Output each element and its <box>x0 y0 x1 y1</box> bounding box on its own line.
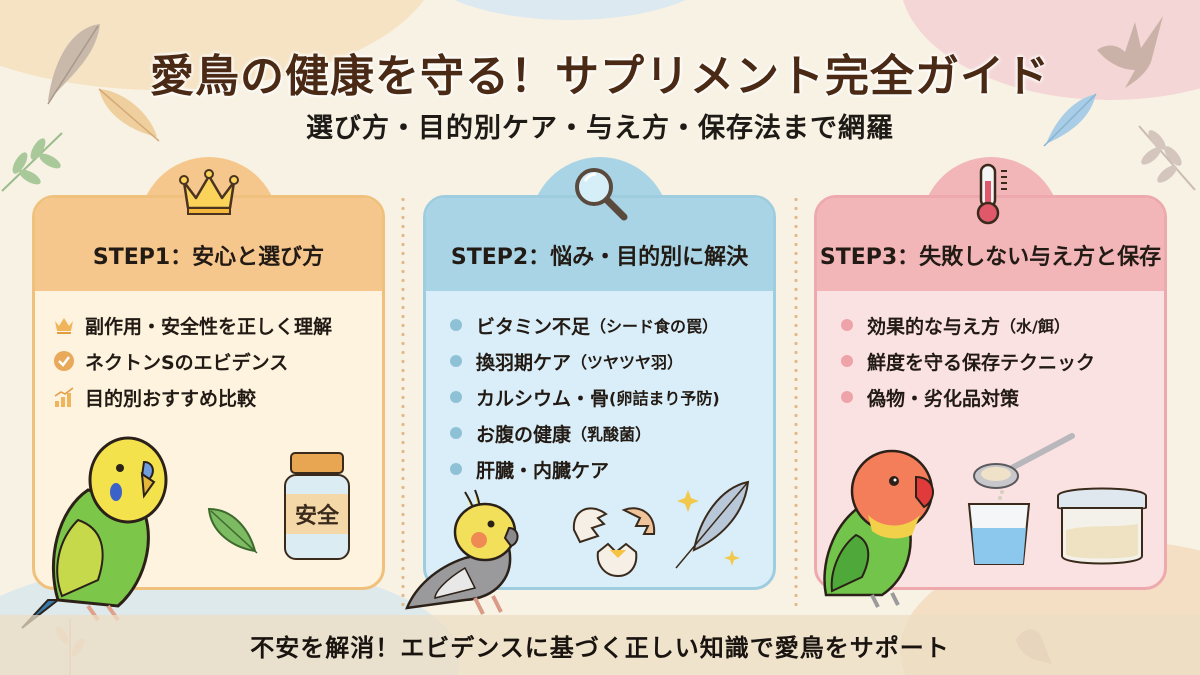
step1-item: 目的別おすすめ比較 <box>53 379 364 415</box>
step2-item: お腹の健康（乳酸菌） <box>444 415 755 451</box>
feather-sparkle-icon <box>675 480 750 569</box>
thermometer-icon <box>976 163 1007 225</box>
crown-icon <box>55 318 73 334</box>
bottle-label: 安全 <box>286 494 348 534</box>
supplement-bottle: 安全 <box>282 452 352 562</box>
step1-item: 副作用・安全性を正しく理解 <box>53 307 364 343</box>
bullet-dot <box>450 391 462 403</box>
bar-chart-icon <box>54 387 74 407</box>
step3-item: 鮮度を守る保存テクニック <box>835 343 1146 379</box>
step2-item: 換羽期ケア（ツヤツヤ羽） <box>444 343 755 379</box>
step3-item: 効果的な与え方（水/餌） <box>835 307 1146 343</box>
leaf-branch-icon <box>1 132 63 192</box>
leaf-icon <box>207 507 258 554</box>
footer-text: 不安を解消！エビデンスに基づく正しい知識で愛鳥をサポート <box>250 633 950 662</box>
page-subtitle: 選び方・目的別ケア・与え方・保存法まで網羅 <box>306 113 894 144</box>
background-blob <box>420 0 720 20</box>
magnifier-icon <box>575 168 628 221</box>
leaf-branch-icon <box>1138 125 1196 191</box>
lovebird-illustration <box>823 449 934 608</box>
step3-item: 偽物・劣化品対策 <box>835 379 1146 415</box>
step2-item: ビタミン不足（シード食の罠） <box>444 307 755 343</box>
dotted-divider <box>401 195 405 610</box>
bullet-dot <box>450 355 462 367</box>
footer-banner: 不安を解消！エビデンスに基づく正しい知識で愛鳥をサポート <box>0 615 1200 675</box>
step2-item: カルシウム・骨(卵詰まり予防) <box>444 379 755 415</box>
cockatiel-illustration <box>405 489 519 615</box>
dotted-divider <box>794 195 798 610</box>
bullet-dot <box>450 319 462 331</box>
spoon-icon <box>973 433 1075 500</box>
step2-heading: STEP2：悩み・目的別に解決 <box>426 198 773 291</box>
water-glass-icon <box>967 503 1031 565</box>
feather-icon <box>47 24 100 105</box>
bird-silhouette-icon <box>1097 16 1163 88</box>
feather-icon <box>1043 93 1097 147</box>
eggshell-icon <box>572 507 656 578</box>
page-title: 愛鳥の健康を守る！サプリメント完全ガイド <box>150 51 1050 102</box>
check-circle-icon <box>54 351 74 371</box>
bullet-dot <box>450 463 462 475</box>
bullet-dot <box>841 355 853 367</box>
bullet-dot <box>841 319 853 331</box>
feather-icon <box>98 88 160 142</box>
storage-container-icon <box>1057 487 1147 565</box>
budgerigar-illustration <box>21 436 168 629</box>
step1-item: ネクトンSのエビデンス <box>53 343 364 379</box>
bullet-dot <box>450 427 462 439</box>
step2-item: 肝臓・内臓ケア <box>444 451 755 487</box>
bullet-dot <box>841 391 853 403</box>
crown-icon <box>179 169 239 215</box>
